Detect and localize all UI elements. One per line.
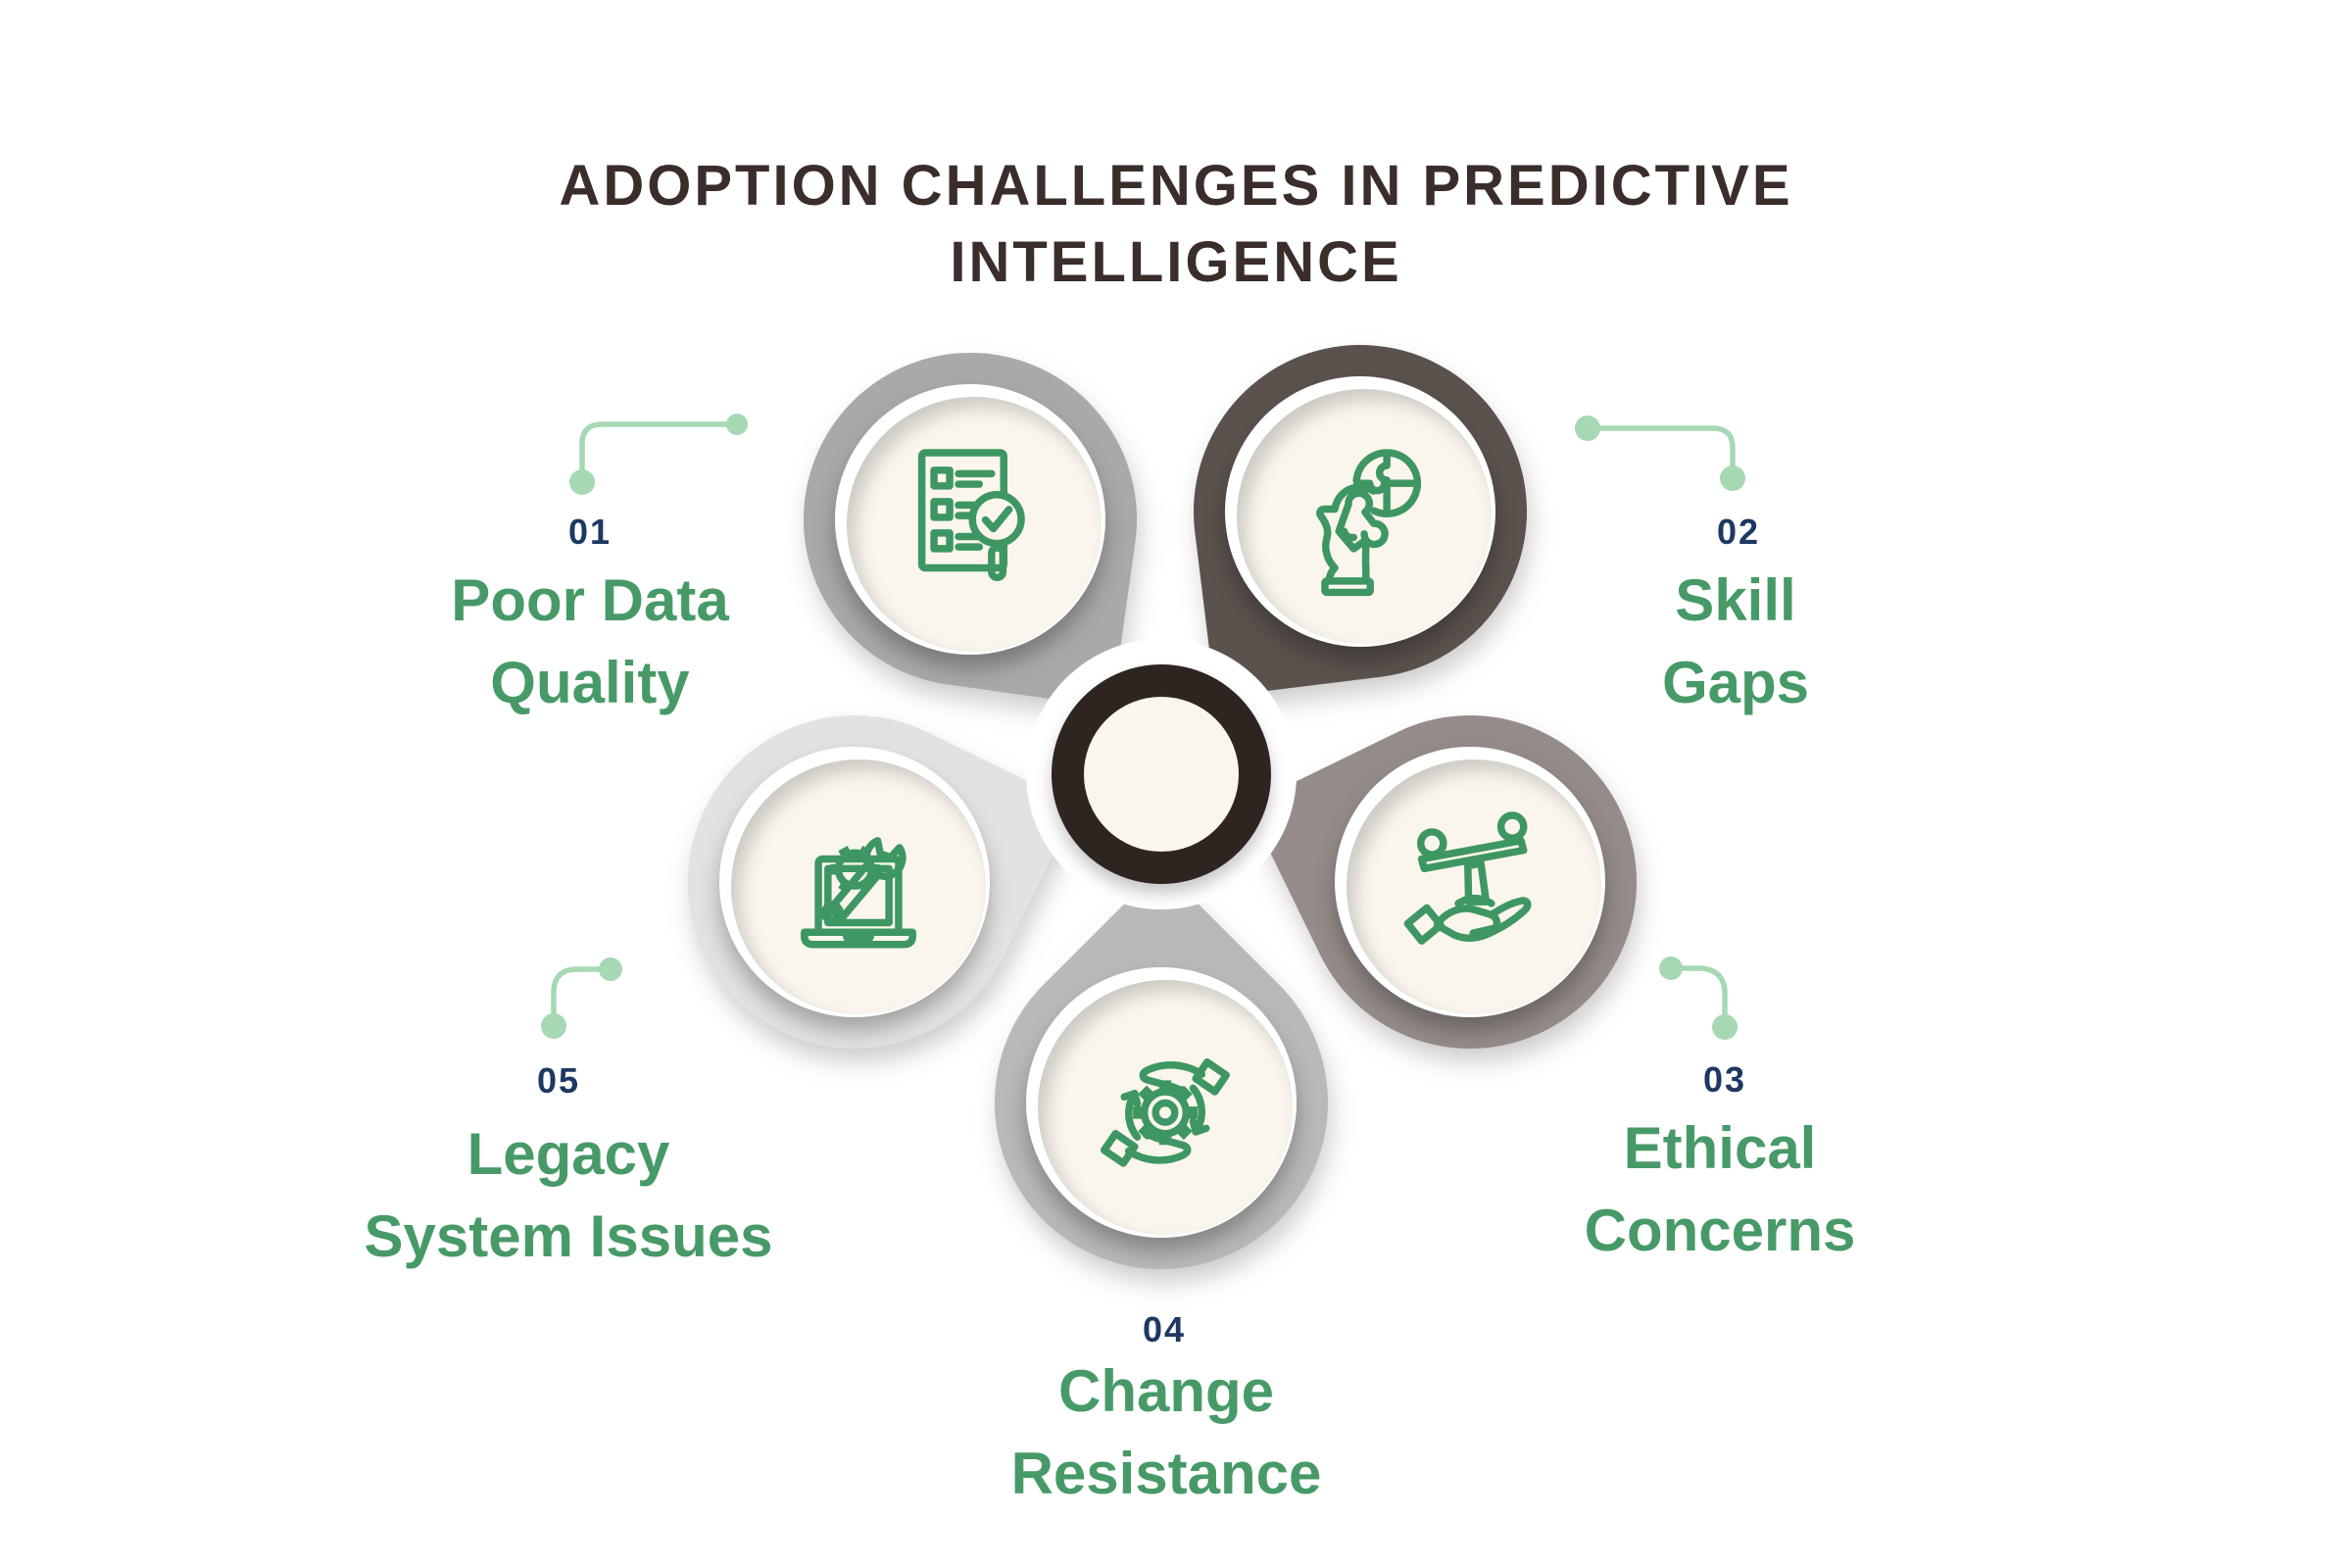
disc-highlight — [1225, 376, 1495, 647]
head-puzzle-icon — [1316, 449, 1422, 597]
disc — [1237, 389, 1492, 644]
laptop-gear-wrench-icon — [801, 837, 916, 949]
center-hub-ring — [1052, 664, 1271, 884]
disc-highlight — [835, 384, 1105, 655]
step-number-04: 04 — [1142, 1309, 1187, 1349]
challenge-node-change-resistance — [925, 866, 1397, 1339]
challenge-label-legacy-system-issues: Legacy System Issues — [364, 1121, 773, 1269]
step-number-01: 01 — [567, 512, 612, 552]
step-number-02: 02 — [1716, 512, 1761, 552]
center-hub-halo — [1026, 639, 1297, 909]
connector-03 — [1659, 956, 1738, 1040]
connector-05 — [541, 957, 622, 1039]
challenge-node-poor-data-quality — [781, 330, 1159, 709]
disc — [1347, 760, 1601, 1014]
page-title: ADOPTION CHALLENGES IN PREDICTIVE INTELL… — [559, 153, 1793, 294]
challenge-node-ethical-concerns — [1247, 659, 1693, 1105]
disc — [1038, 980, 1293, 1235]
challenge-node-legacy-system-issues — [631, 659, 1078, 1105]
balance-hand-icon — [1403, 811, 1532, 945]
gear-hands-cycle-icon — [1100, 1057, 1231, 1167]
disc-highlight — [719, 747, 990, 1017]
step-number-05: 05 — [536, 1060, 581, 1101]
checklist-search-icon — [917, 449, 1025, 582]
challenge-label-skill-gaps: Skill Gaps — [1661, 567, 1810, 715]
challenge-node-skill-gaps — [1174, 325, 1546, 698]
disc-highlight — [1335, 747, 1605, 1017]
challenge-label-change-resistance: Change Resistance — [1010, 1358, 1322, 1506]
disc-highlight — [1026, 967, 1297, 1238]
challenge-label-ethical-concerns: Ethical Concerns — [1584, 1115, 1856, 1263]
step-number-03: 03 — [1702, 1059, 1747, 1100]
disc — [847, 397, 1102, 652]
connector-02 — [1575, 416, 1745, 491]
challenge-label-poor-data-quality: Poor Data Quality — [451, 567, 729, 715]
disc — [731, 760, 986, 1014]
connector-01 — [569, 414, 748, 495]
